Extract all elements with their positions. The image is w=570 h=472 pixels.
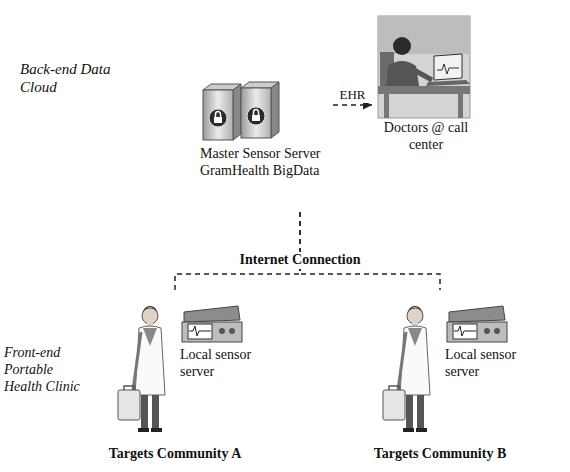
server-group: Master Sensor Server GramHealth BigData [198, 80, 333, 182]
network-label: Internet Connection [237, 252, 364, 269]
server-icon [241, 82, 279, 138]
doctor-label: Doctors @ call center [372, 120, 480, 154]
server-label: Local sensor server [180, 347, 258, 381]
cloud-shape [150, 6, 494, 211]
dashed-circle [86, 291, 264, 439]
tier-heading: Front-end Portable Health Clinic [4, 345, 88, 395]
ellipse-outline [85, 290, 265, 440]
ellipse-outline [350, 290, 530, 440]
clinic-circle: Local sensor serverTargets Community B [350, 290, 530, 468]
data-cloud: Back-end Data CloudMaster Sensor Server … [0, 0, 500, 212]
tier-heading: Back-end Data Cloud [20, 60, 132, 96]
server-icon [203, 84, 241, 140]
server-label: Local sensor server [445, 347, 523, 381]
community-heading: Targets Community B [350, 446, 530, 463]
community-heading: Targets Community A [85, 446, 265, 463]
network-link [300, 212, 440, 290]
edge-label-holder: EHR [313, 85, 393, 103]
edge-label: EHR [337, 87, 369, 103]
network-label-holder: Internet Connection [220, 250, 380, 269]
clinic-circle: Local sensor serverTargets Community A [85, 290, 265, 468]
data-arrow [333, 104, 372, 106]
dashed-circle [351, 291, 529, 439]
tier-heading-holder: Front-end Portable Health Clinic [4, 345, 88, 395]
doctor-photo [378, 16, 470, 118]
cloud-outline [0, 0, 500, 212]
network-link [175, 212, 300, 290]
doctor-station: Doctors @ call center [372, 6, 480, 156]
server-label: Master Sensor Server GramHealth BigData [200, 146, 331, 180]
